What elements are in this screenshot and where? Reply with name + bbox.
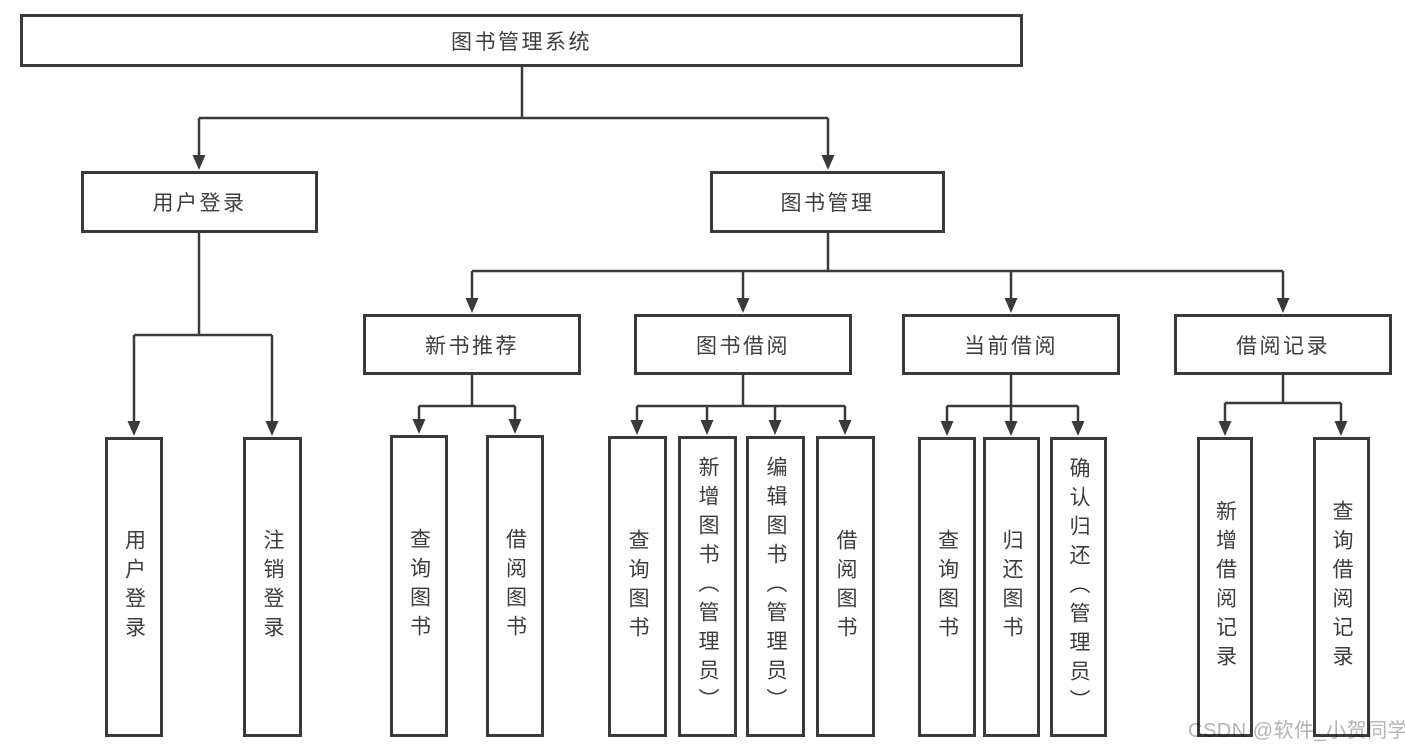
node-user-login: 用户登录: [81, 171, 318, 233]
leaf-logout: 注销登录: [243, 437, 302, 737]
leaf-query-book-borrow: 查询图书: [608, 436, 667, 737]
leaf-query-borrow-record-label: 查询借阅记录: [1330, 500, 1353, 674]
leaf-edit-book-admin-label: 编辑图书（管理员）: [764, 456, 787, 717]
node-book-borrow: 图书借阅: [634, 314, 852, 375]
node-borrow-records-label: 借阅记录: [1236, 334, 1330, 358]
connector-book-borrow-to-leaves: [630, 375, 852, 435]
node-current-borrow: 当前借阅: [902, 314, 1120, 375]
connector-borrow-records-to-leaves: [1218, 375, 1348, 436]
node-current-borrow-label: 当前借阅: [964, 334, 1058, 358]
node-new-book-recommend-label: 新书推荐: [425, 334, 519, 358]
leaf-add-book-admin-label: 新增图书（管理员）: [696, 456, 719, 717]
node-root-label: 图书管理系统: [451, 30, 592, 54]
leaf-borrow-book-label: 借阅图书: [834, 528, 857, 645]
connector-current-borrow-to-leaves: [940, 375, 1085, 436]
leaf-add-borrow-record-label: 新增借阅记录: [1213, 500, 1237, 674]
leaf-query-borrow-record: 查询借阅记录: [1313, 437, 1370, 737]
connector-new-book-to-leaves: [412, 375, 522, 434]
leaf-user-login-label: 用户登录: [122, 529, 146, 645]
node-new-book-recommend: 新书推荐: [363, 314, 581, 375]
node-root: 图书管理系统: [20, 14, 1023, 67]
node-user-login-label: 用户登录: [152, 192, 247, 215]
node-book-management-label: 图书管理: [780, 192, 875, 215]
leaf-confirm-return-admin-label: 确认归还（管理员）: [1067, 456, 1090, 718]
leaf-return-book-label: 归还图书: [1000, 529, 1023, 645]
leaf-query-book-current-label: 查询图书: [935, 529, 959, 645]
node-borrow-records: 借阅记录: [1174, 314, 1392, 375]
leaf-logout-label: 注销登录: [261, 529, 284, 645]
leaf-confirm-return-admin: 确认归还（管理员）: [1050, 437, 1107, 737]
leaf-edit-book-admin: 编辑图书（管理员）: [746, 436, 805, 737]
leaf-borrow-book-recommend: 借阅图书: [486, 435, 544, 737]
leaf-query-book-recommend: 查询图书: [390, 435, 448, 737]
node-book-borrow-label: 图书借阅: [696, 334, 790, 358]
connector-root-to-level2: [192, 67, 835, 170]
leaf-query-book-current: 查询图书: [918, 437, 976, 737]
leaf-query-book-recommend-label: 查询图书: [407, 528, 431, 644]
csdn-watermark: CSDN @软件_小贺同学: [1188, 720, 1405, 742]
leaf-return-book: 归还图书: [983, 437, 1040, 737]
node-book-management: 图书管理: [710, 171, 945, 233]
leaf-add-book-admin: 新增图书（管理员）: [678, 436, 737, 737]
connector-book-management-to-level3: [465, 233, 1290, 313]
leaf-borrow-book-recommend-label: 借阅图书: [503, 528, 527, 644]
connector-user-login-to-leaves: [127, 233, 279, 436]
leaf-user-login: 用户登录: [105, 437, 163, 737]
leaf-borrow-book: 借阅图书: [816, 436, 875, 737]
leaf-add-borrow-record: 新增借阅记录: [1197, 437, 1253, 737]
leaf-query-book-borrow-label: 查询图书: [626, 528, 649, 645]
